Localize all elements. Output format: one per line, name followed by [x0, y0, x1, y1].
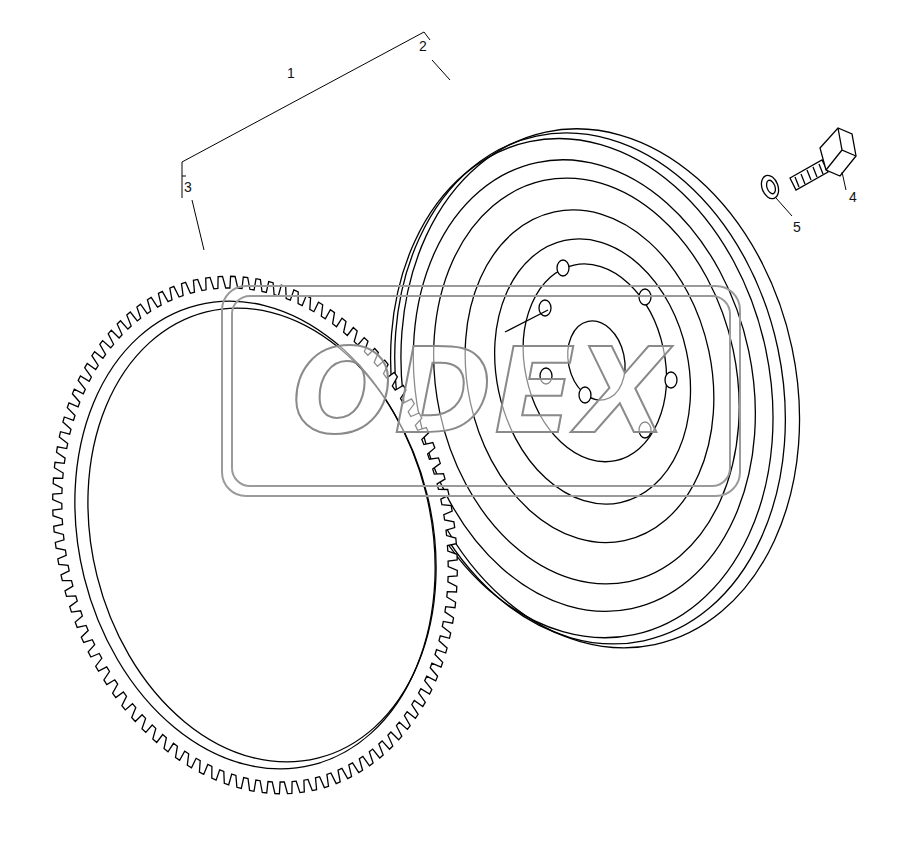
leader-lines [182, 32, 846, 250]
callout-number: 2 [419, 39, 427, 53]
washer [758, 173, 781, 201]
callout-number: 1 [287, 66, 295, 80]
watermark-frame [222, 286, 740, 496]
callout-number: 3 [184, 180, 192, 194]
bolt [790, 128, 856, 190]
callout-number: 5 [793, 220, 801, 234]
watermark: ODEX [292, 332, 670, 450]
callout-number: 4 [849, 190, 857, 204]
